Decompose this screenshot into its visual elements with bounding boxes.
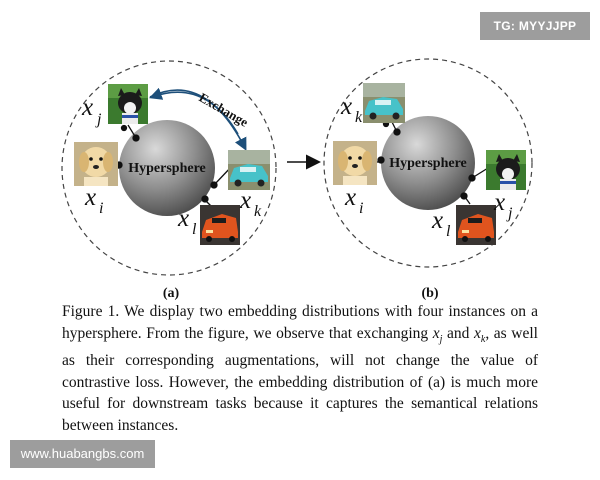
panel-a: Hypersphere Exchange bbox=[61, 60, 277, 300]
label-xl-var: x bbox=[431, 207, 443, 234]
label-xk-var: x bbox=[340, 93, 352, 120]
caption-var-xk: x bbox=[473, 324, 481, 342]
label-xj-var: x bbox=[493, 189, 505, 216]
label-xj-var: x bbox=[81, 94, 93, 121]
hypersphere bbox=[381, 116, 475, 210]
label-xl-sub: l bbox=[446, 223, 451, 240]
watermark-bottom: www.huabangbs.com bbox=[10, 440, 155, 468]
outer-dashed-circle bbox=[323, 58, 533, 268]
exchange-arrow-reverse bbox=[148, 87, 239, 135]
caption-var-xj-sub: j bbox=[439, 333, 443, 345]
dog-golden-puppy-image bbox=[333, 141, 377, 185]
label-xi-sub: i bbox=[359, 200, 363, 217]
outer-dashed-circle bbox=[61, 60, 277, 276]
caption-var-xk-sub: k bbox=[480, 333, 486, 345]
hypersphere-label: Hypersphere bbox=[389, 156, 467, 171]
caption-part-2: , as well as their corresponding augment… bbox=[62, 324, 538, 435]
car-sports-orange-image bbox=[200, 205, 240, 245]
label-xk-sub: k bbox=[254, 203, 262, 220]
label-xi-var: x bbox=[344, 184, 356, 211]
caption-and: and bbox=[442, 324, 474, 342]
panel-a-label: (a) bbox=[163, 286, 180, 300]
label-xj-sub: j bbox=[506, 205, 513, 222]
exchange-label: Exchange bbox=[197, 90, 252, 130]
caption-var-xj: x bbox=[432, 324, 440, 342]
car-classic-teal-image bbox=[228, 150, 270, 190]
label-xk-var: x bbox=[239, 187, 251, 214]
label-xk-sub: k bbox=[355, 109, 363, 126]
hypersphere bbox=[119, 120, 215, 216]
watermark-top: TG: MYYJJPP bbox=[480, 12, 590, 40]
dog-husky-image bbox=[108, 84, 148, 124]
figure-1: Hypersphere Exchange bbox=[61, 58, 533, 300]
panel-b-label: (b) bbox=[421, 286, 438, 300]
caption-part-1: Figure 1. We display two embedding distr… bbox=[62, 303, 538, 342]
dog-husky-image bbox=[486, 150, 526, 190]
dog-golden-puppy-image bbox=[74, 142, 118, 186]
label-xl-sub: l bbox=[192, 221, 197, 238]
hypersphere-label: Hypersphere bbox=[128, 161, 206, 176]
figure-caption: Figure 1. We display two embedding distr… bbox=[62, 301, 538, 437]
label-xl-var: x bbox=[177, 205, 189, 232]
label-xi-var: x bbox=[84, 184, 96, 211]
label-xi-sub: i bbox=[99, 200, 103, 217]
panel-b: Hypersphere bbox=[323, 58, 533, 300]
car-sports-orange-image bbox=[456, 205, 496, 245]
label-xj-sub: j bbox=[95, 111, 102, 128]
car-classic-teal-image bbox=[363, 83, 405, 123]
